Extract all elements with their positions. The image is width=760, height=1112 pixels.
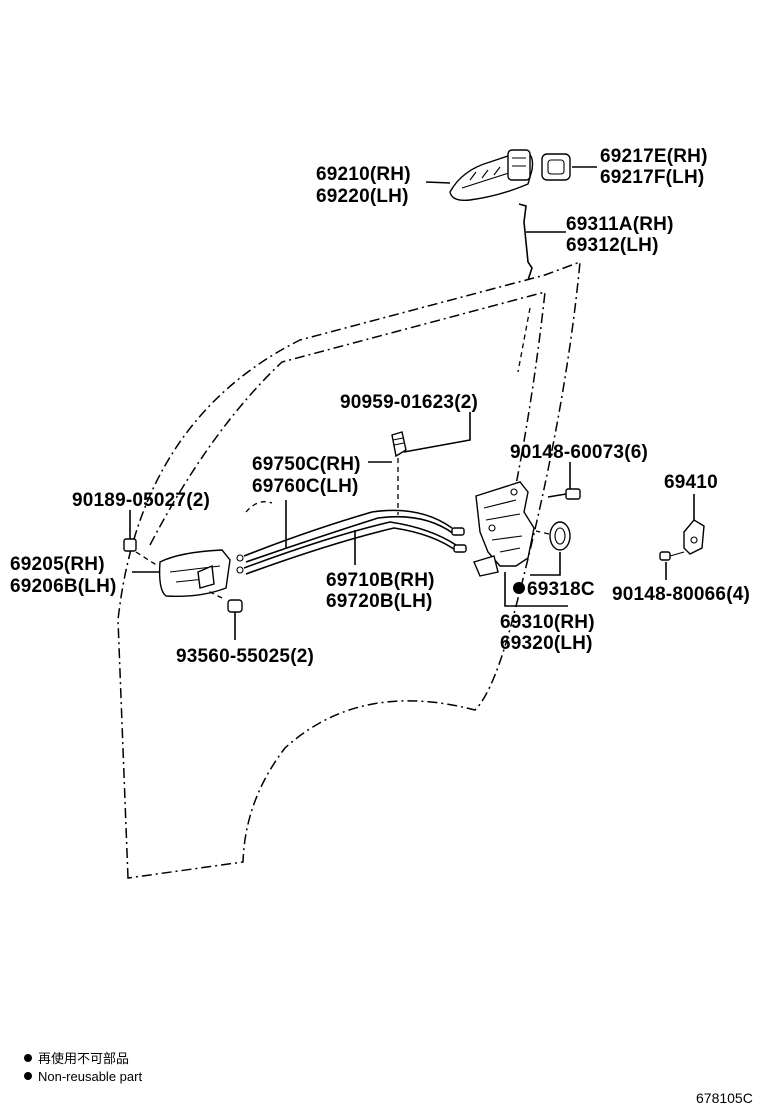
label-69206B: 69206B(LH) xyxy=(10,576,117,597)
clip-90189 xyxy=(123,538,159,567)
label-69311A: 69311A(RH) xyxy=(566,214,674,235)
screw-90148-60073 xyxy=(547,488,581,500)
label-69760C: 69760C(LH) xyxy=(252,476,359,497)
lock-cover-cap xyxy=(535,521,571,551)
label-69205: 69205(RH) xyxy=(10,554,105,575)
diagram-id: 678105C xyxy=(696,1090,753,1106)
legend-text-en: Non-reusable part xyxy=(38,1069,142,1084)
label-69410: 69410 xyxy=(664,472,718,493)
label-90189: 90189-05027(2) xyxy=(72,490,210,511)
legend-dot-en xyxy=(24,1072,32,1080)
label-69720B: 69720B(LH) xyxy=(326,591,433,612)
label-69310: 69310(RH) xyxy=(500,612,595,633)
legend: 再使用不可部品 Non-reusable part xyxy=(24,1051,142,1084)
outside-handle xyxy=(449,149,534,202)
label-93560: 93560-55025(2) xyxy=(176,646,314,667)
label-69312: 69312(LH) xyxy=(566,235,659,256)
bolt-90959 xyxy=(391,431,407,515)
lock-cables xyxy=(236,509,467,575)
handle-cover xyxy=(541,153,571,181)
label-69220: 69220(LH) xyxy=(316,186,409,207)
inside-handle xyxy=(158,549,231,598)
legend-dot-jp xyxy=(24,1054,32,1062)
label-69750C: 69750C(RH) xyxy=(252,454,361,475)
label-90148-60073: 90148-60073(6) xyxy=(510,442,648,463)
non-reusable-dot-69318C xyxy=(513,582,525,594)
label-69318C: 69318C xyxy=(527,579,595,600)
label-69217E: 69217E(RH) xyxy=(600,146,708,167)
door-striker xyxy=(659,519,705,561)
leader-lines xyxy=(129,166,695,640)
door-outline xyxy=(117,260,581,879)
label-90959: 90959-01623(2) xyxy=(340,392,478,413)
door-lock-assembly xyxy=(473,481,535,577)
legend-text-jp: 再使用不可部品 xyxy=(38,1051,129,1066)
screw-93560 xyxy=(205,589,243,613)
label-69320: 69320(LH) xyxy=(500,633,593,654)
label-69217F: 69217F(LH) xyxy=(600,167,704,188)
label-69710B: 69710B(RH) xyxy=(326,570,435,591)
label-90148-80066: 90148-80066(4) xyxy=(612,584,750,605)
label-69210: 69210(RH) xyxy=(316,164,411,185)
control-rod xyxy=(518,203,533,281)
